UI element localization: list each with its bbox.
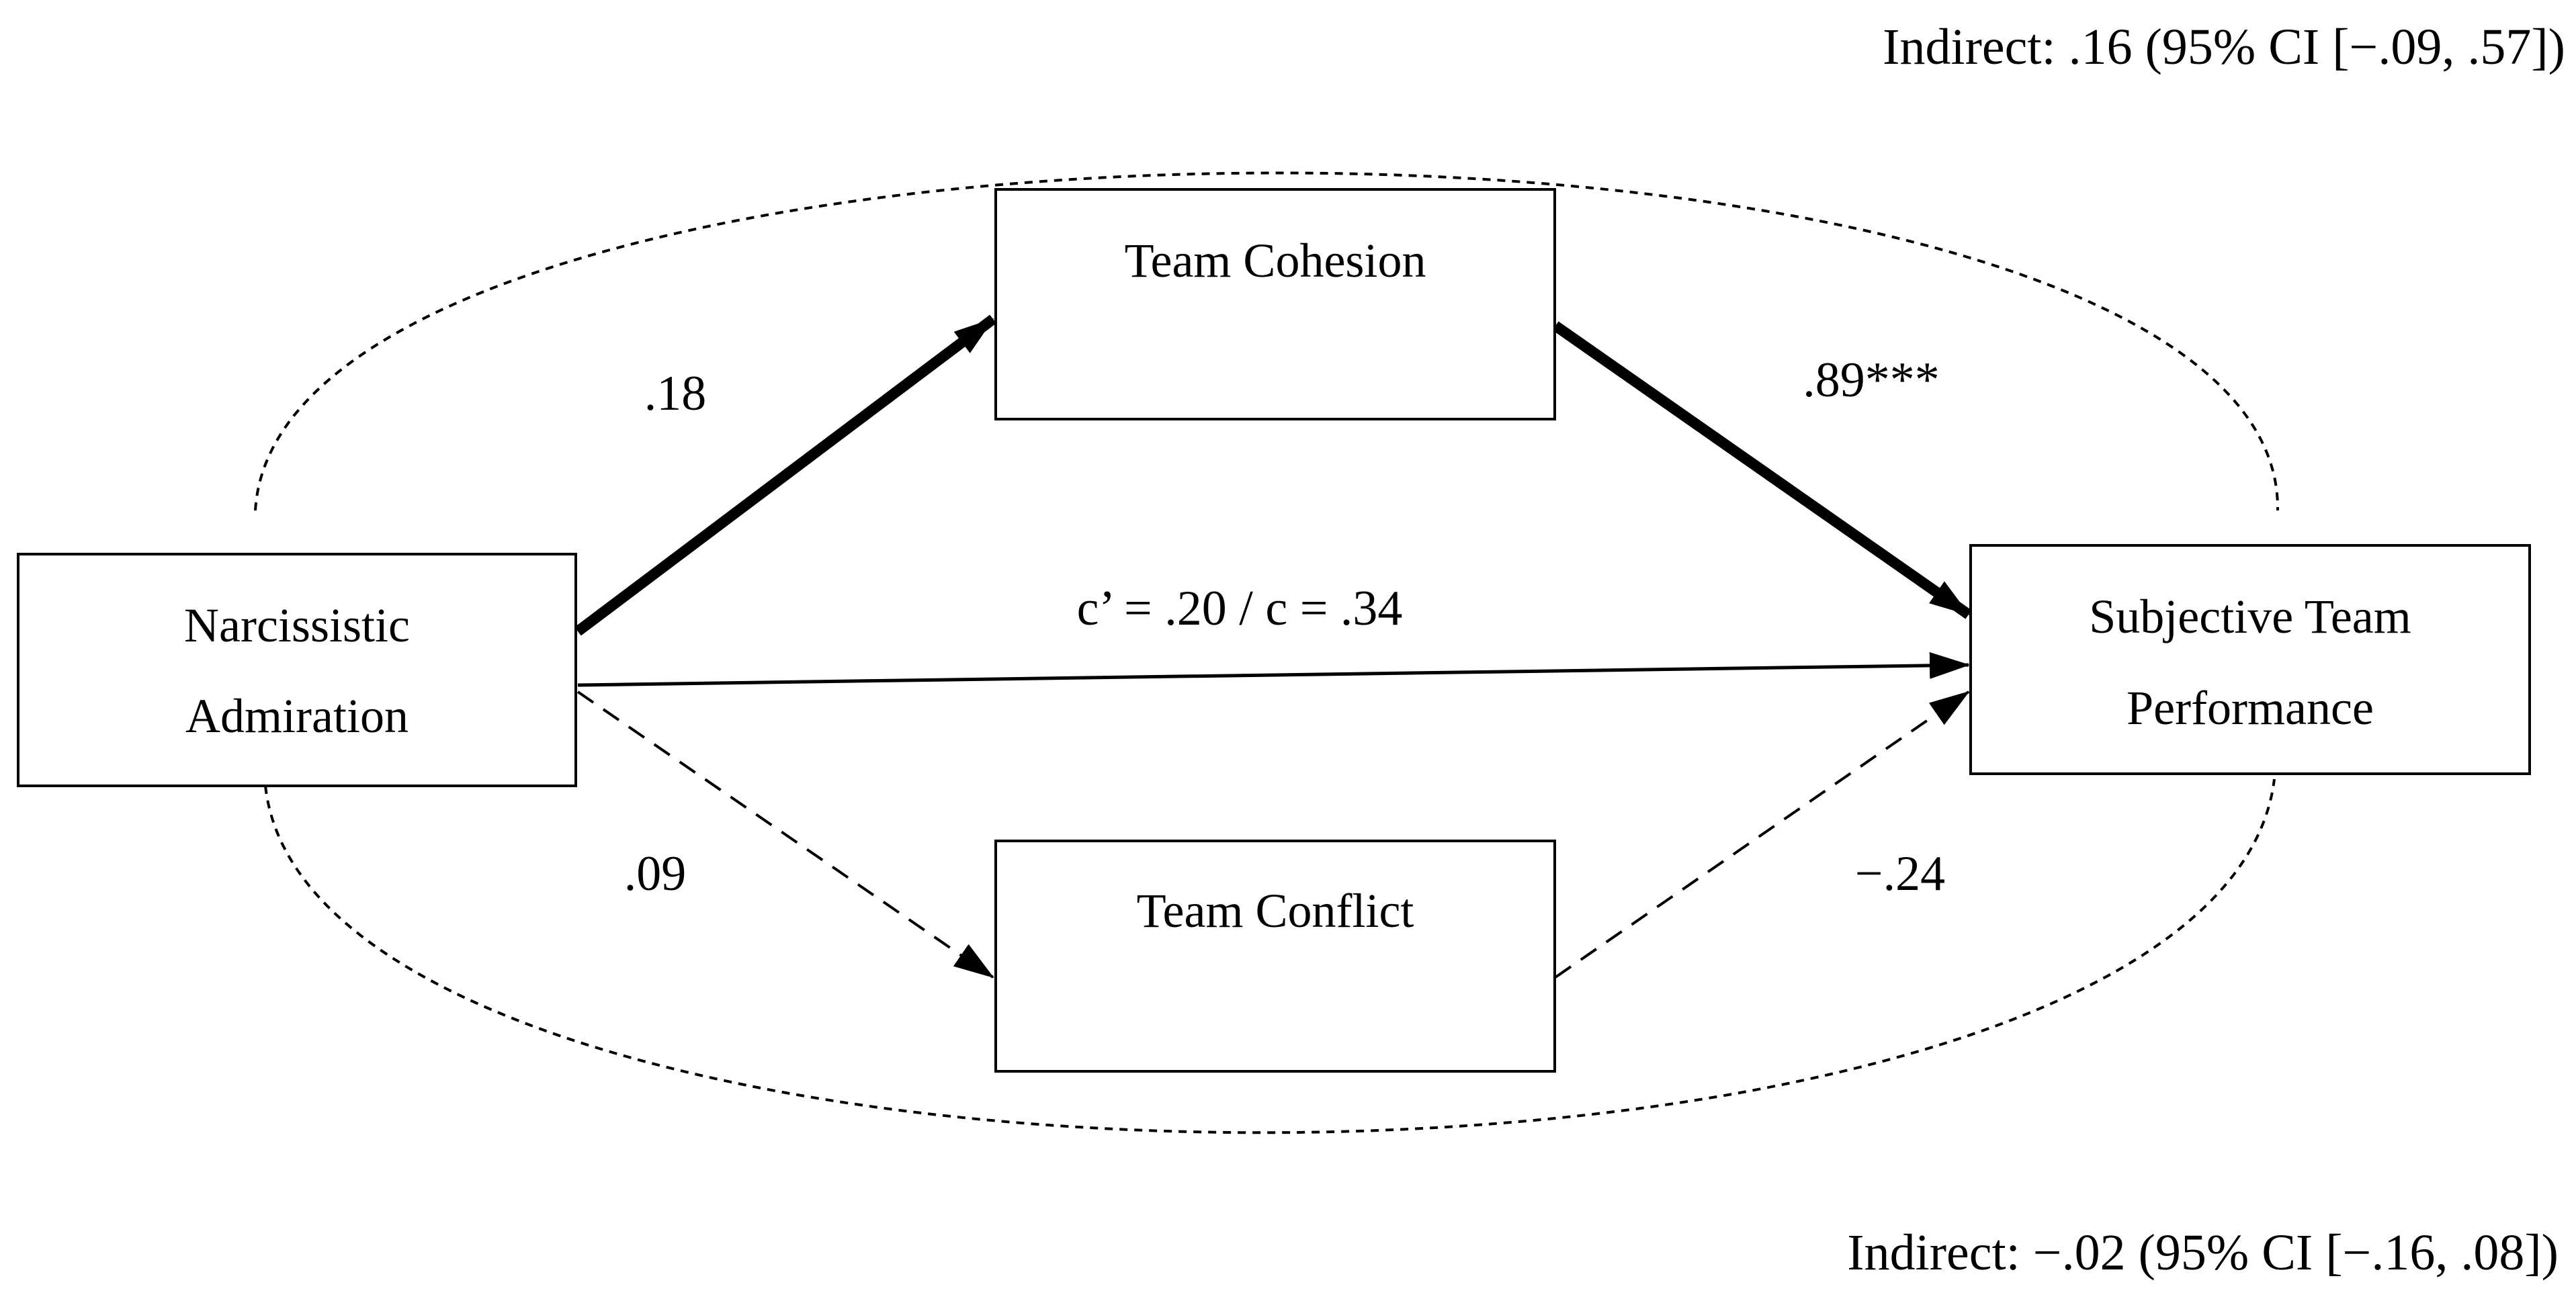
- path-b1-arrow: [1552, 321, 1972, 619]
- node-label-line: Team Conflict: [1137, 884, 1414, 938]
- node-subjective-team-performance: Subjective Team Performance: [1969, 544, 2531, 775]
- path-direct-arrow: [577, 652, 1970, 687]
- path-a1-coefficient: .18: [644, 366, 707, 421]
- node-team-cohesion: Team Cohesion: [994, 188, 1556, 420]
- path-b2-coefficient: −.24: [1855, 846, 1945, 901]
- path-a1-arrow: [574, 314, 996, 636]
- node-label-line: Narcissistic: [184, 598, 410, 652]
- path-direct-coefficient: c’ = .20 / c = .34: [1077, 581, 1403, 636]
- node-label-line: Team Cohesion: [1125, 234, 1426, 287]
- path-b1-coefficient: .89***: [1803, 353, 1940, 408]
- node-label-line: Performance: [2127, 681, 2374, 735]
- node-label-line: Admiration: [185, 689, 409, 743]
- path-b2-arrow: [1554, 690, 1970, 979]
- node-label-line: Subjective Team: [2089, 590, 2411, 643]
- indirect-effect-bottom: Indirect: −.02 (95% CI [−.16, .08]): [1847, 1224, 2559, 1281]
- path-a2-coefficient: .09: [624, 846, 687, 901]
- indirect-top-arc: [254, 171, 2280, 511]
- indirect-effect-top: Indirect: .16 (95% CI [−.09, .57]): [1883, 19, 2565, 75]
- path-a2-arrow: [576, 690, 994, 979]
- node-narcissistic-admiration: Narcissistic Admiration: [17, 553, 577, 787]
- node-team-conflict: Team Conflict: [994, 840, 1556, 1073]
- indirect-bottom-arc: [264, 778, 2276, 1134]
